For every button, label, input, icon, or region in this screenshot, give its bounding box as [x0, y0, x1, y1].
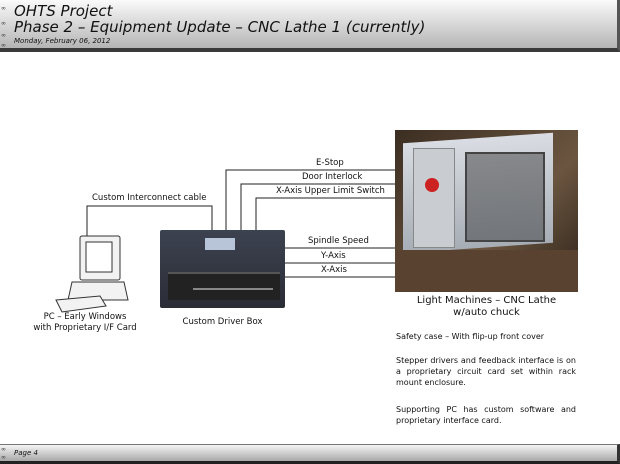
signal-label: Door Interlock	[302, 172, 363, 182]
slide-header: ∞ ∞ ∞ ∞ OHTS Project Phase 2 – Equipment…	[0, 0, 620, 52]
note: Supporting PC has custom software and pr…	[396, 405, 576, 425]
driver-label: Custom Driver Box	[182, 317, 263, 327]
project-title: OHTS Project	[14, 2, 113, 20]
signal-label: Spindle Speed	[308, 236, 369, 246]
pc-icon	[55, 235, 129, 313]
cable-label: Custom Interconnect cable	[92, 193, 207, 203]
limit-switch-line	[255, 197, 395, 232]
note: Stepper drivers and feedback interface i…	[396, 356, 576, 387]
signal-label: X-Axis Upper Limit Switch	[276, 186, 385, 196]
signal-label: Y-Axis	[321, 251, 346, 261]
lathe-photo	[395, 130, 578, 292]
slide-title: Phase 2 – Equipment Update – CNC Lathe 1…	[14, 18, 426, 36]
bullet-icon: ∞	[1, 20, 6, 27]
bullet-icon: ∞	[1, 42, 6, 49]
driver-box-photo	[160, 230, 285, 308]
cable-line	[86, 205, 213, 238]
estop-line	[225, 169, 395, 232]
note: Safety case – With flip-up front cover	[396, 332, 545, 341]
page-number: Page 4	[14, 449, 38, 457]
signal-label: X-Axis	[321, 265, 347, 275]
bullet-icon: ∞	[1, 32, 6, 39]
signal-label: E-Stop	[316, 158, 344, 168]
door-interlock-line	[240, 183, 395, 232]
bullet-icon: ∞	[1, 5, 6, 12]
bullet-icon: ∞	[1, 446, 6, 453]
slide-date: Monday, February 06, 2012	[14, 37, 111, 45]
slide-footer: ∞ ∞ Page 4	[0, 444, 620, 464]
bullet-icon: ∞	[1, 454, 6, 461]
